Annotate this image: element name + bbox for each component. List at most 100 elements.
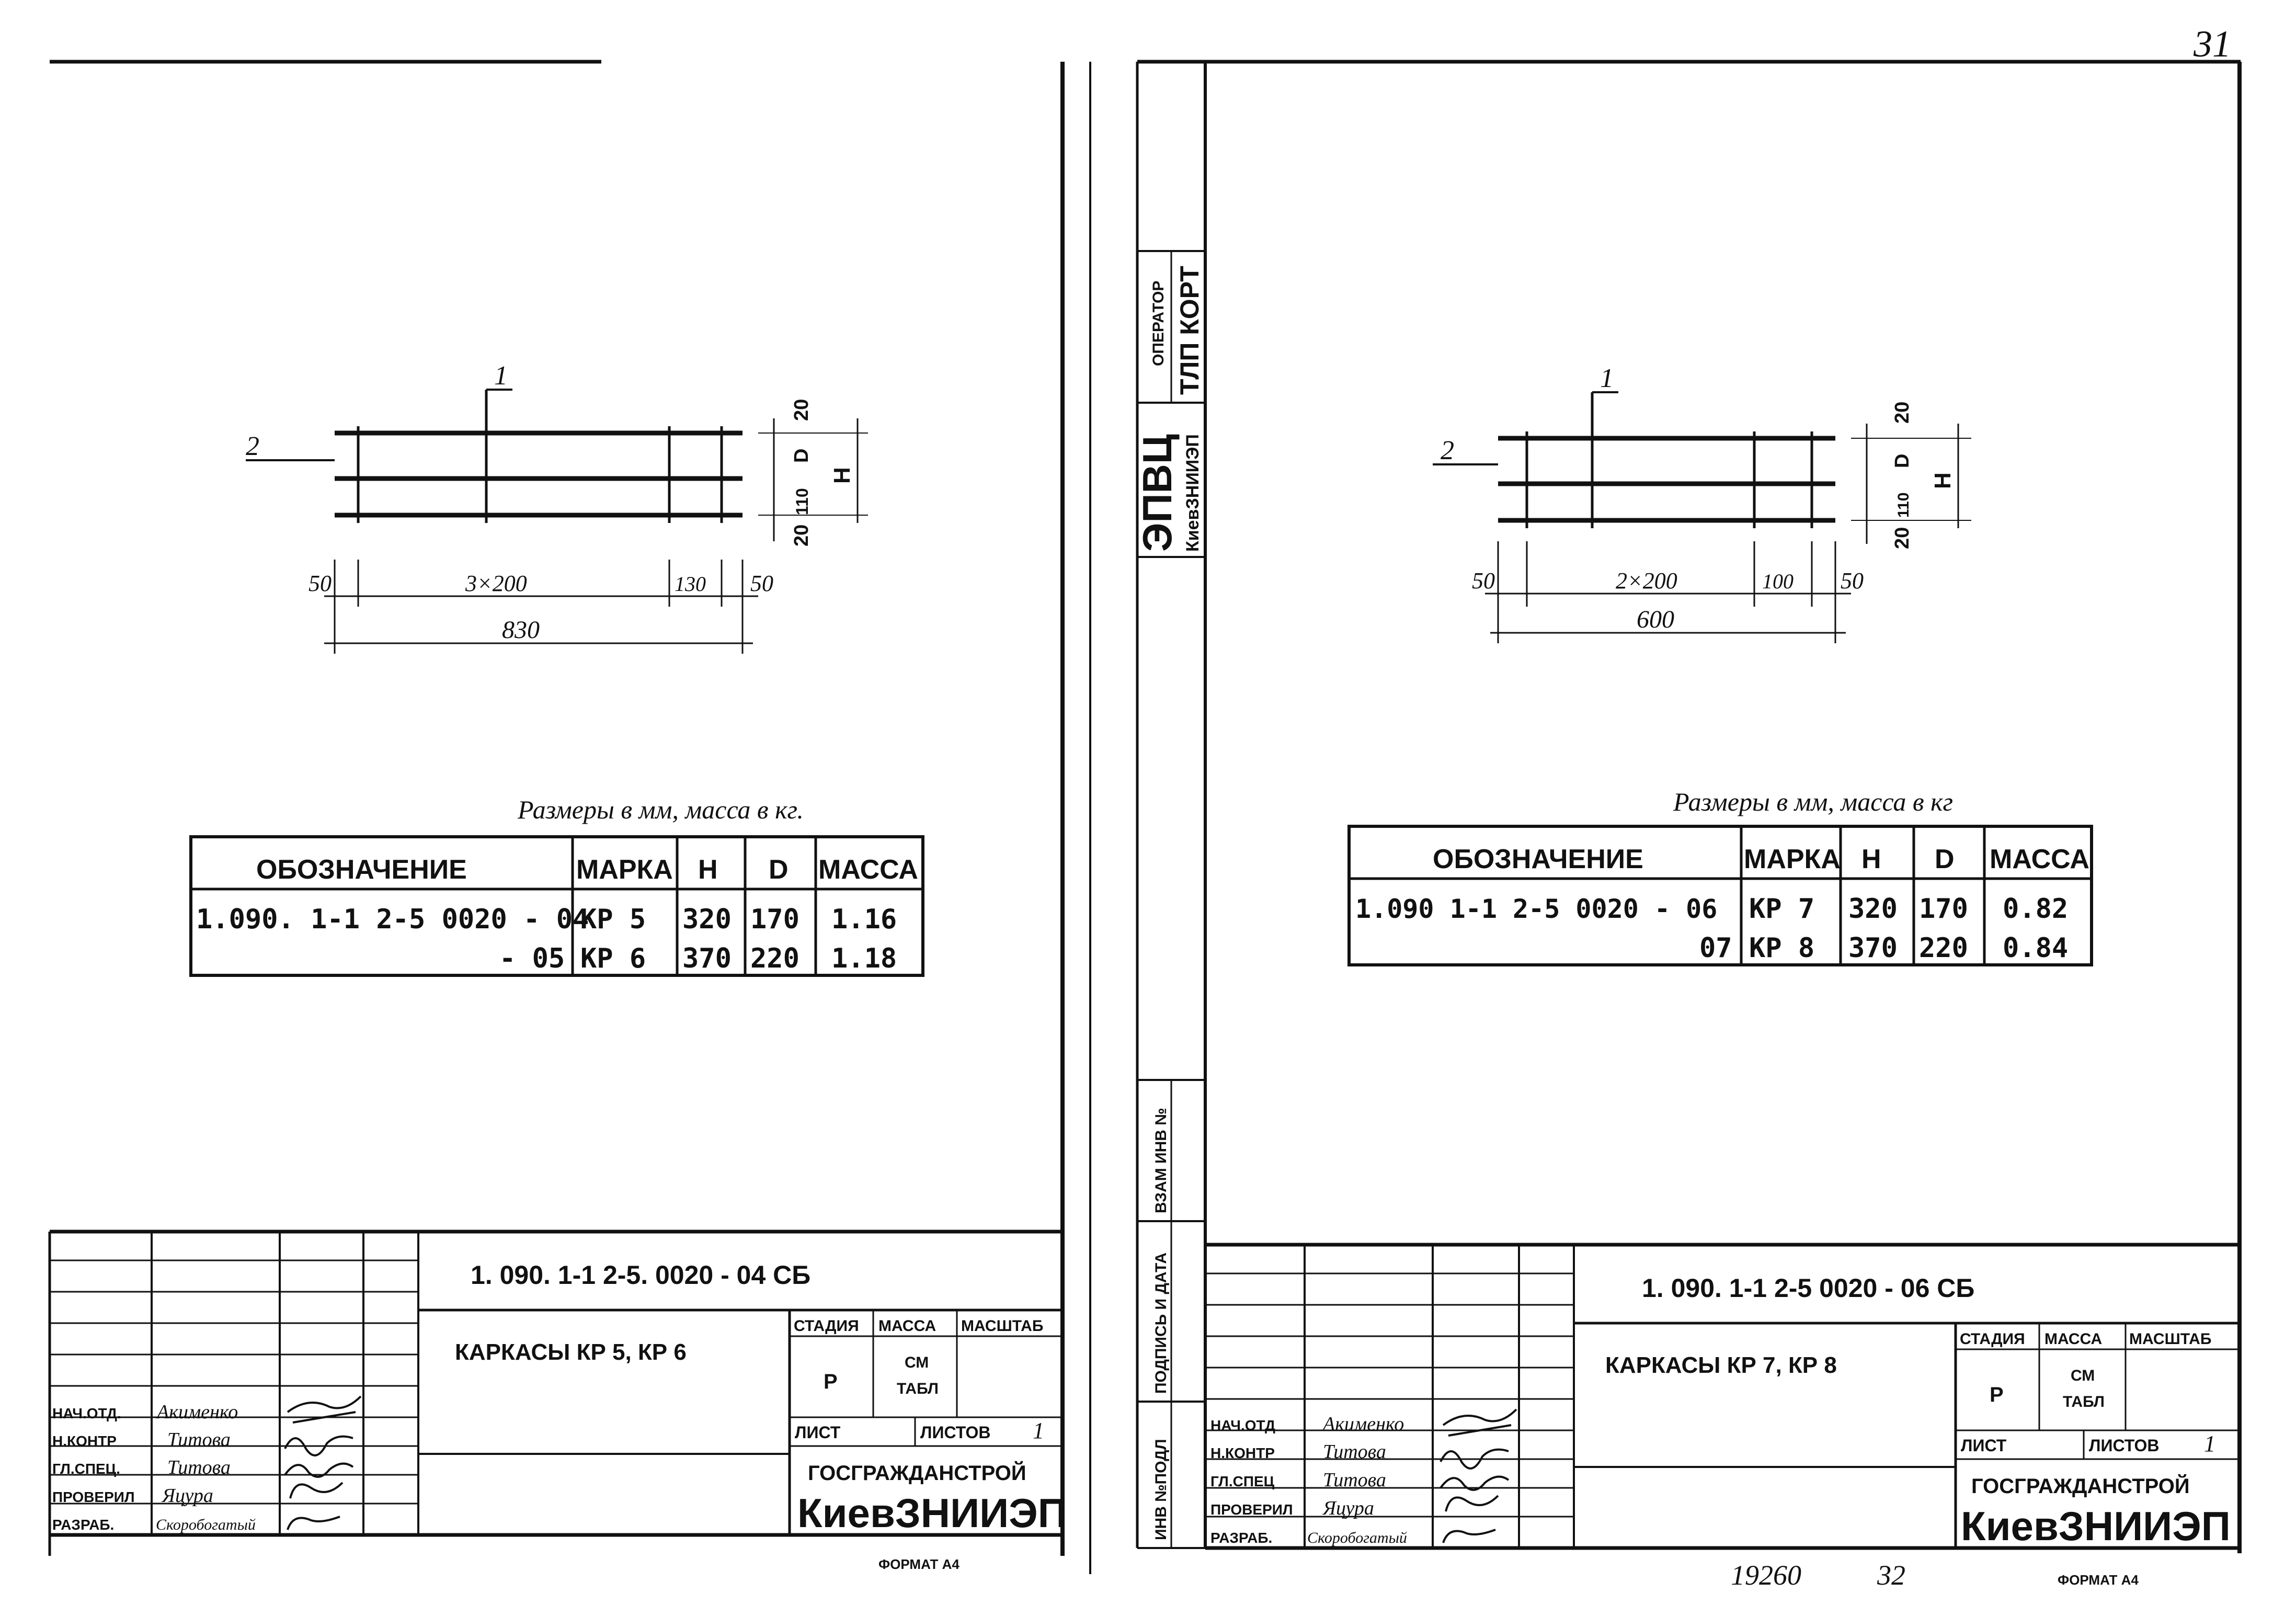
- units-note: Размеры в мм, масса в кг.: [517, 795, 804, 824]
- th-mass: МАССА: [1990, 844, 2089, 874]
- format-label: ФОРМАТ А4: [878, 1556, 959, 1572]
- dim-top: 20: [1891, 402, 1913, 424]
- format-label: ФОРМАТ А4: [2058, 1572, 2139, 1588]
- dim-50-left: 50: [309, 571, 332, 596]
- left-title-block: 1. 090. 1-1 2-5. 0020 - 04 СБ КАРКАСЫ КР…: [48, 1230, 1067, 1572]
- signature: [284, 1462, 354, 1478]
- person-name: Яцура: [161, 1485, 213, 1507]
- sheets-label: ЛИСТОВ: [2089, 1436, 2160, 1455]
- podpis-label: ПОДПИСЬ И ДАТА: [1152, 1253, 1170, 1394]
- th-mark: МАРКА: [1744, 844, 1841, 874]
- dim-h: H: [829, 467, 855, 484]
- sheets-label: ЛИСТОВ: [920, 1423, 991, 1442]
- org-2: КиевЗНИИЭП: [797, 1490, 1067, 1536]
- signature: [1440, 1475, 1510, 1491]
- dim-top: 20: [791, 399, 813, 421]
- mass-value: СМ: [2071, 1367, 2095, 1384]
- side-stamp: ОПЕРАТОР ТЛП КОРТ ЭПВЦ КиевЗНИИЭП ВЗАМ И…: [1134, 250, 1205, 1549]
- cell-mark: КР 6: [580, 943, 646, 974]
- doc-name: КАРКАСЫ КР 7, КР 8: [1605, 1352, 1837, 1378]
- sheets-value: 1: [1033, 1418, 1044, 1443]
- callout-bar: 1: [1600, 363, 1614, 393]
- callout-bar: 1: [494, 361, 508, 391]
- cell-mark: КР 7: [1749, 893, 1814, 925]
- role-label: НАЧ.ОТД.: [52, 1405, 121, 1421]
- dim-h: H: [1930, 472, 1956, 489]
- dim-spacing: 2×200: [1616, 568, 1677, 594]
- scale-label: МАСШТАБ: [2129, 1330, 2211, 1348]
- left-cage-drawing: 1 2 20 D H 110 20 50 3×200 130 50 83: [246, 361, 868, 654]
- dim-d: D: [1891, 454, 1913, 468]
- role-label: ГЛ.СПЕЦ: [1210, 1473, 1275, 1489]
- org: ГОСГРАЖДАНСТРОЙ: [808, 1461, 1026, 1485]
- role-label: НАЧ.ОТД: [1210, 1417, 1275, 1433]
- signature: [287, 1516, 340, 1530]
- cell-designation: 1.090. 1-1 2-5 0020 - 04: [196, 904, 589, 935]
- right-spec-table: ОБОЗНАЧЕНИЕ МАРКА H D МАССА 1.090 1-1 2-…: [1347, 825, 2093, 966]
- th-mark: МАРКА: [576, 855, 673, 885]
- left-sheet: 1 2 20 D H 110 20 50 3×200 130 50 83: [48, 60, 1091, 1574]
- callout-rod: 2: [246, 431, 259, 461]
- person-name: Яцура: [1322, 1497, 1374, 1519]
- dim-100: 100: [1762, 570, 1794, 593]
- cell-h: 320: [682, 904, 732, 935]
- signature: [1440, 1448, 1509, 1470]
- stage-value: Р: [1990, 1383, 2004, 1406]
- cell-mass: 1.16: [831, 904, 897, 935]
- cell-d: 170: [750, 904, 799, 935]
- dim-50-right: 50: [1841, 568, 1864, 594]
- th-designation: ОБОЗНАЧЕНИЕ: [1433, 844, 1643, 874]
- epvc-label: ЭПВЦ: [1134, 434, 1180, 552]
- th-d: D: [1935, 844, 1955, 874]
- signature: [1445, 1495, 1499, 1512]
- cell-d: 220: [750, 943, 799, 974]
- dim-d: D: [791, 449, 813, 463]
- cell-mark: КР 5: [580, 904, 646, 935]
- person-name: Акименко: [155, 1401, 238, 1423]
- callout-rod: 2: [1441, 436, 1454, 465]
- units-note: Размеры в мм, масса в кг: [1673, 787, 1953, 816]
- page-number: 31: [2193, 23, 2231, 65]
- cell-designation: 07: [1699, 932, 1732, 964]
- footer-page: 32: [1877, 1560, 1905, 1591]
- doc-name: КАРКАСЫ КР 5, КР 6: [455, 1339, 687, 1365]
- stage-value: Р: [824, 1370, 838, 1393]
- cell-h: 370: [682, 943, 732, 974]
- sheet-label: ЛИСТ: [795, 1423, 841, 1442]
- stage-label: СТАДИЯ: [1960, 1330, 2025, 1348]
- person-name: Титова: [167, 1456, 231, 1478]
- sheet-label: ЛИСТ: [1961, 1436, 2007, 1455]
- role-label: РАЗРАБ.: [1210, 1530, 1272, 1546]
- doc-code: 1. 090. 1-1 2-5 0020 - 06 СБ: [1642, 1273, 1974, 1303]
- th-h: H: [698, 855, 718, 885]
- cell-mass: 1.18: [831, 943, 897, 974]
- dim-spacing: 3×200: [465, 571, 527, 596]
- scale-label: МАСШТАБ: [961, 1317, 1043, 1335]
- cell-mass: 0.84: [2003, 932, 2068, 964]
- person-name: Скоробогатый: [1307, 1529, 1407, 1546]
- dim-110: 110: [793, 488, 812, 515]
- role-label: РАЗРАБ.: [52, 1517, 114, 1533]
- right-title-block: 1. 090. 1-1 2-5 0020 - 06 СБ КАРКАСЫ КР …: [1205, 1243, 2240, 1588]
- epvc-sub: КиевЗНИИЭП: [1183, 434, 1203, 552]
- mass-value-2: ТАБЛ: [897, 1380, 939, 1397]
- dim-overall: 600: [1637, 606, 1674, 633]
- role-label: ПРОВЕРИЛ: [52, 1489, 135, 1505]
- th-h: H: [1861, 844, 1881, 874]
- stage-label: СТАДИЯ: [794, 1317, 859, 1335]
- dim-bottom: 20: [791, 525, 813, 547]
- org-2: КиевЗНИИЭП: [1961, 1503, 2231, 1549]
- dim-bottom: 20: [1891, 527, 1913, 549]
- person-name: Скоробогатый: [156, 1516, 256, 1533]
- mass-value: СМ: [905, 1354, 929, 1371]
- th-designation: ОБОЗНАЧЕНИЕ: [256, 855, 467, 885]
- cell-mass: 0.82: [2003, 893, 2068, 925]
- cell-h: 370: [1848, 932, 1898, 964]
- sheets-value: 1: [2204, 1431, 2215, 1456]
- person-name: Титова: [167, 1429, 231, 1451]
- th-d: D: [769, 855, 789, 885]
- cell-designation: - 05: [499, 943, 565, 974]
- org: ГОСГРАЖДАНСТРОЙ: [1971, 1474, 2190, 1498]
- cell-d: 220: [1919, 932, 1968, 964]
